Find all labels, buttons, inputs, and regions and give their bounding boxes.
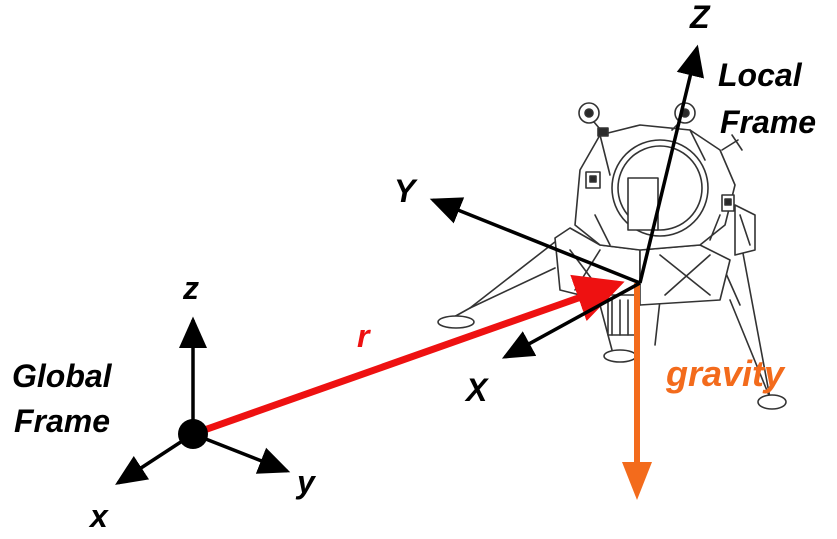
gravity-vector-arrow [622, 283, 652, 500]
global-frame-axes [115, 316, 291, 485]
local-frame-label-line2: Frame [720, 104, 816, 140]
global-y-axis [192, 432, 291, 474]
origin-dot-icon [178, 419, 208, 449]
gravity-label: gravity [665, 353, 786, 394]
local-frame-label-line1: Local [718, 57, 803, 93]
local-z-label: Z [689, 0, 711, 35]
position-vector-label: r [357, 318, 371, 354]
local-x-axis [501, 281, 641, 359]
global-y-label: y [295, 464, 317, 500]
position-vector-arrow [191, 274, 625, 438]
local-z-axis [638, 44, 705, 284]
global-z-label: z [182, 270, 199, 306]
local-y-axis [429, 197, 641, 285]
global-frame-label-line1: Global [12, 358, 113, 394]
global-x-label: x [88, 498, 109, 534]
local-x-label: X [464, 372, 489, 408]
local-frame-axes [429, 44, 705, 359]
local-y-label: Y [394, 173, 418, 209]
global-frame-label-line2: Frame [14, 403, 110, 439]
